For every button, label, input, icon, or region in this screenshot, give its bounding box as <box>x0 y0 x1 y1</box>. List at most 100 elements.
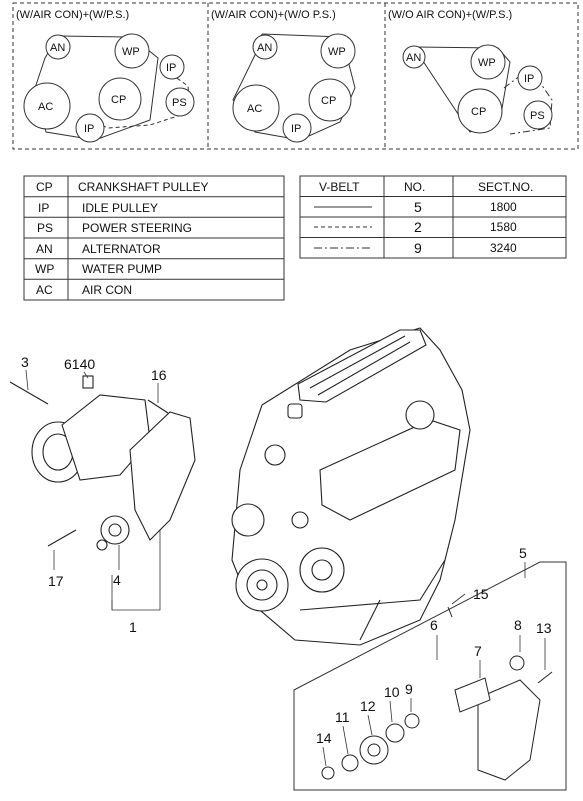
pulley-label: CP <box>321 95 336 107</box>
legend-name: CRANKSHAFT PULLEY <box>78 180 208 194</box>
idler-plate <box>454 677 491 713</box>
callout-label: 6 <box>430 617 438 633</box>
legend-table <box>23 175 285 301</box>
leader-line <box>389 700 393 723</box>
pulley-cp <box>98 77 142 121</box>
callout-label: 10 <box>384 684 400 700</box>
callout-label: 1 <box>129 619 137 635</box>
adjust-bolt <box>509 655 525 671</box>
ps-idler-kit <box>293 561 567 791</box>
panel-title-1: (W/AIR CON)+(W/P.S.) <box>16 9 129 21</box>
leader-line <box>83 371 89 379</box>
thermostat-housing <box>405 400 435 430</box>
pulley-label: IP <box>84 123 94 135</box>
pulley-ip <box>517 65 543 91</box>
pulley-cp <box>308 78 352 122</box>
pulley-wp <box>114 33 150 69</box>
idle-pulley-hub <box>108 523 122 537</box>
leader-line <box>111 530 161 611</box>
pulley-label: AN <box>50 42 65 54</box>
compressor-bracket <box>129 411 196 541</box>
pulley-an <box>402 45 426 69</box>
engine-boss <box>264 444 286 466</box>
legend-code: AC <box>36 283 53 297</box>
pulley-label: AN <box>406 52 421 64</box>
pulley-ps <box>523 100 553 130</box>
callout-label: 5 <box>519 545 527 561</box>
valve-cover-ribs <box>309 335 411 396</box>
pulley-label: IP <box>291 123 301 135</box>
panel-title-2: (W/AIR CON)+(W/O P.S.) <box>211 9 336 21</box>
legend-name: ALTERNATOR <box>82 242 161 256</box>
panel-title-3: (W/O AIR CON)+(W/P.S.) <box>388 9 512 21</box>
vbelt-no: 5 <box>414 199 422 215</box>
callout-label: 8 <box>514 617 522 633</box>
water-pump-pulley-hub <box>311 559 333 581</box>
leader-line <box>322 746 327 767</box>
pulley-label: IP <box>166 62 176 74</box>
callout-label: 12 <box>360 698 376 714</box>
pulley-label: AC <box>38 101 53 113</box>
callout-label: 6140 <box>64 356 95 372</box>
callout-label: 14 <box>316 730 332 746</box>
pulley-label: AN <box>257 42 272 54</box>
leader-line <box>25 369 29 391</box>
legend-name: POWER STEERING <box>82 221 192 235</box>
legend-name: AIR CON <box>82 283 132 297</box>
bolt-16 <box>147 399 169 414</box>
pulley-an <box>252 34 278 60</box>
legend-name: WATER PUMP <box>82 262 162 276</box>
pulley-label: PS <box>172 97 187 109</box>
valve-cover <box>297 329 427 403</box>
callout-label: 13 <box>536 620 552 636</box>
callout-label: 11 <box>335 709 350 725</box>
callouts: 3 6140 16 17 4 1 5 15 6 8 13 7 9 10 12 1… <box>21 354 552 746</box>
pulley-ac <box>232 84 280 132</box>
belt-diagram-2 <box>232 33 356 143</box>
bolt-3 <box>9 381 49 405</box>
pulley-label: CP <box>471 106 486 118</box>
vbelt-sect: 3240 <box>490 241 517 255</box>
leader-line <box>451 593 466 605</box>
callout-label: 16 <box>151 367 167 383</box>
callout-label: 9 <box>405 681 413 697</box>
legend-name: IDLE PULLEY <box>82 201 158 215</box>
bolt-15 <box>447 606 453 618</box>
belt-panels <box>12 2 579 150</box>
legend-code: AN <box>36 242 53 256</box>
vbelt-sect: 1800 <box>490 200 517 214</box>
pulley-label: CP <box>111 94 126 106</box>
pulley-wp <box>470 44 506 80</box>
oil-pan-edge <box>299 559 446 641</box>
callout-label: 4 <box>113 572 121 588</box>
pulley-label: AC <box>247 103 262 115</box>
vbelt-header: V-BELT <box>319 180 360 194</box>
vbelt-table <box>299 175 567 259</box>
pulley-ip <box>159 54 185 80</box>
legend-code: CP <box>36 180 53 194</box>
leader-lines <box>25 369 546 767</box>
belt-panels-frame <box>12 2 579 150</box>
spacer <box>341 754 359 772</box>
leader-line <box>342 725 349 755</box>
pulley-label: IP <box>524 73 534 85</box>
nut <box>321 766 335 780</box>
pulley-label: WP <box>478 57 496 69</box>
callout-label: 17 <box>48 573 64 589</box>
pulley-ac <box>23 82 71 130</box>
pulley-ip <box>282 113 312 143</box>
callout-label: 7 <box>474 643 482 659</box>
crankshaft-pulley-center <box>256 579 268 591</box>
pulley-ip <box>75 113 105 143</box>
nut <box>96 539 108 551</box>
bolt-13 <box>537 671 553 684</box>
legend-code: PS <box>37 221 53 235</box>
belt-diagram-1 <box>23 33 195 143</box>
kit-frame <box>293 561 567 791</box>
engine-boss <box>291 511 309 529</box>
vbelt-header: SECT.NO. <box>478 180 533 194</box>
pulley-an <box>45 34 71 60</box>
bearing <box>385 723 405 743</box>
